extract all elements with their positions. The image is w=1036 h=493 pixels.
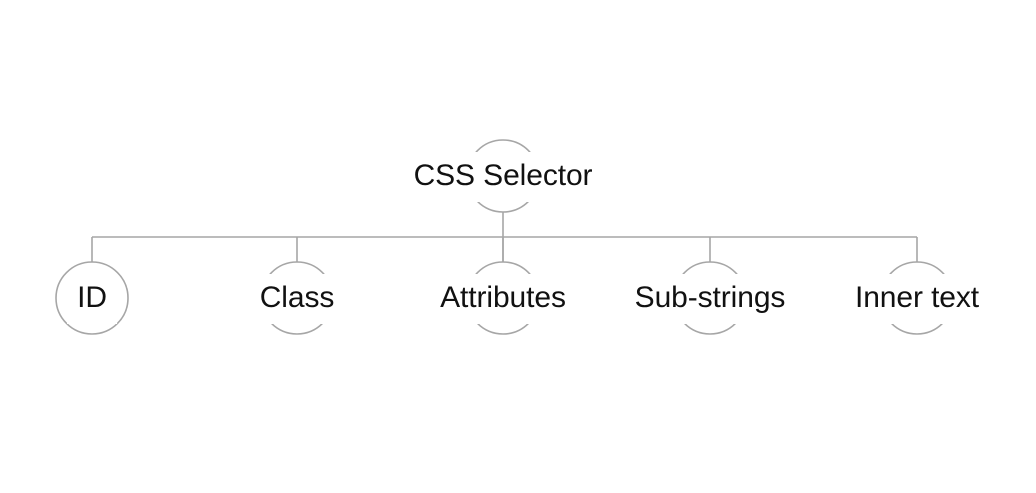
node-label-id: ID bbox=[67, 274, 117, 324]
node-label-root: CSS Selector bbox=[403, 152, 603, 202]
node-label-attributes: Attributes bbox=[430, 274, 576, 324]
node-label-class: Class bbox=[249, 274, 345, 324]
node-label-sub-strings: Sub-strings bbox=[624, 274, 796, 324]
node-label-inner-text: Inner text bbox=[844, 274, 990, 324]
node-circle-id bbox=[55, 261, 129, 335]
